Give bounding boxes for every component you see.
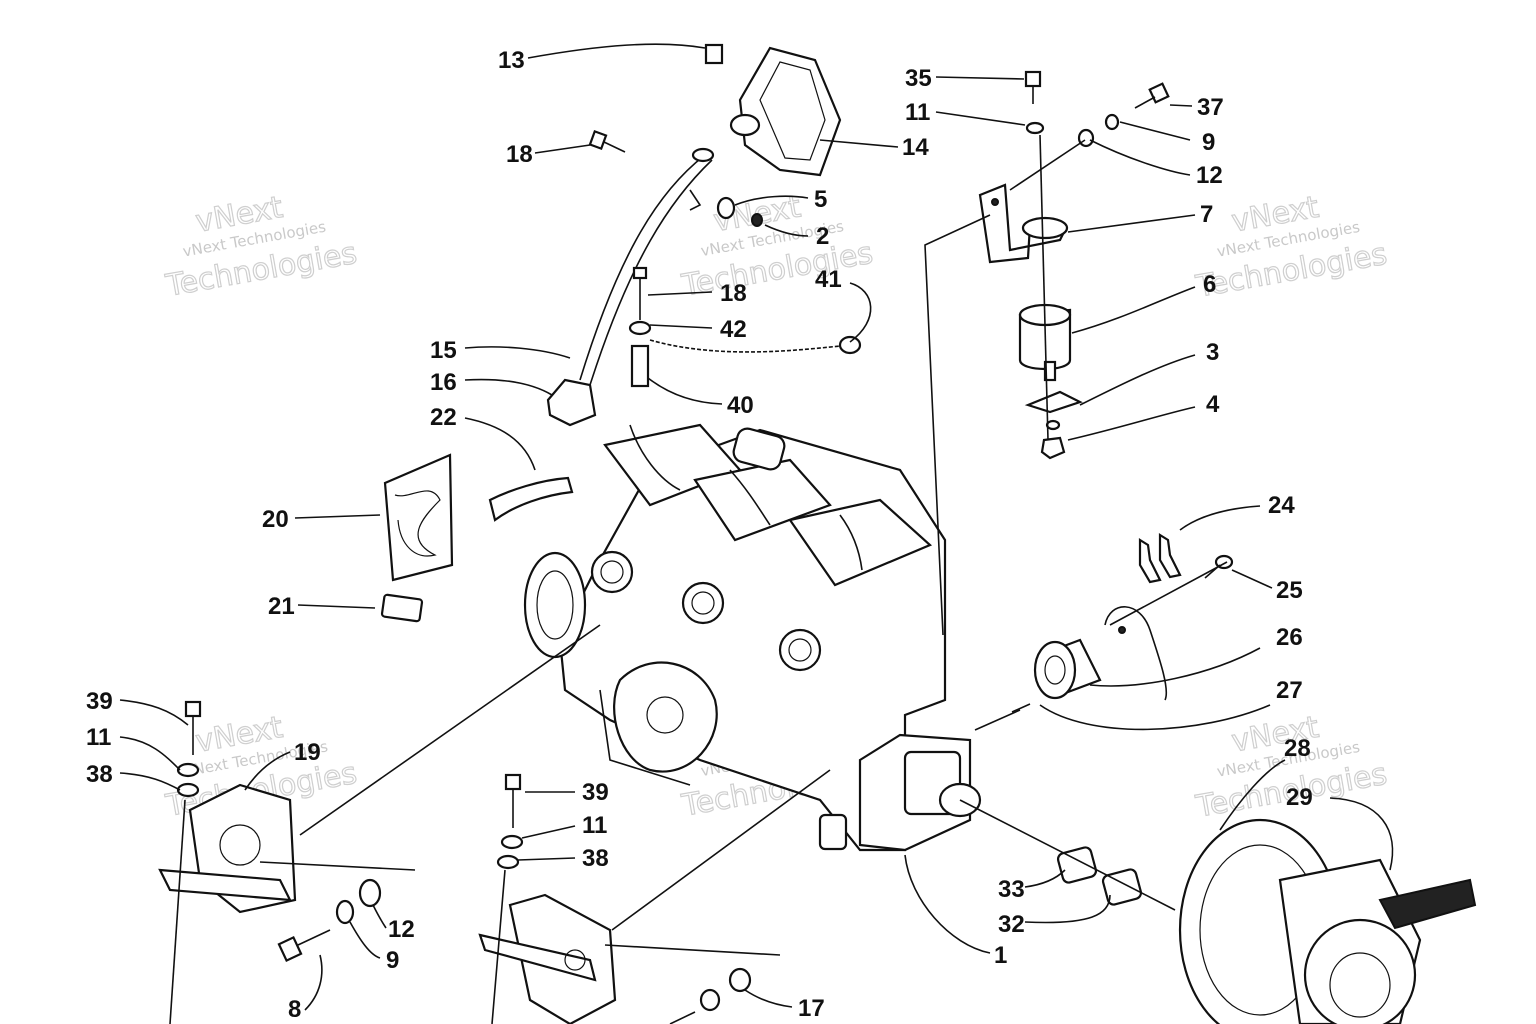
callout-33: 33 bbox=[998, 876, 1025, 903]
callout-22: 22 bbox=[430, 404, 457, 431]
callout-27: 27 bbox=[1276, 677, 1303, 704]
spark-plug-wire bbox=[546, 147, 715, 427]
washer-3 bbox=[1024, 390, 1083, 414]
leader-left-mount-bolts bbox=[259, 861, 416, 871]
watermark-left: vNext vNext Technologies Technologies bbox=[162, 189, 360, 304]
engine-mount-plate-19 bbox=[158, 783, 297, 914]
washers-9-12-left bbox=[335, 878, 382, 925]
callout-18-upper: 18 bbox=[506, 141, 533, 168]
leader-mount-diagonal bbox=[1009, 139, 1086, 191]
leader-mount-vertical bbox=[1039, 134, 1049, 441]
cap-screw-35 bbox=[1024, 70, 1042, 104]
callout-3: 3 bbox=[1206, 339, 1219, 366]
washers-17 bbox=[669, 967, 752, 1024]
callout-11-left: 11 bbox=[86, 724, 111, 751]
callout-labels: 13 14 18 5 2 18 42 41 15 16 40 22 20 21 … bbox=[86, 47, 1313, 1023]
callout-39-center: 39 bbox=[582, 779, 609, 806]
spacer-32 bbox=[1101, 868, 1143, 906]
callout-12-upper: 12 bbox=[1196, 162, 1223, 189]
washer-11-center bbox=[500, 834, 524, 850]
watermark-center: vNext vNext Technologies Technologies bbox=[678, 189, 876, 305]
washers-9-12-upper bbox=[1077, 113, 1120, 148]
ground-wire-41 bbox=[628, 266, 862, 388]
callout-13: 13 bbox=[498, 47, 525, 74]
leader-left-mount-vertical bbox=[169, 799, 186, 1024]
callout-9-lower: 9 bbox=[386, 947, 399, 974]
callout-32: 32 bbox=[998, 911, 1025, 938]
callout-28: 28 bbox=[1284, 735, 1311, 762]
callout-42: 42 bbox=[720, 316, 747, 343]
callout-19: 19 bbox=[294, 739, 321, 766]
leader-center-mount-bolts bbox=[604, 944, 781, 956]
leader-crankshaft bbox=[959, 799, 1176, 911]
pulley-cover bbox=[1104, 606, 1168, 701]
engine-mount-bracket-7 bbox=[978, 183, 1069, 264]
washer-5 bbox=[716, 196, 763, 227]
callout-20: 20 bbox=[262, 506, 289, 533]
leader-pulley-line bbox=[1109, 561, 1228, 626]
drive-clutch-29 bbox=[1178, 818, 1477, 1024]
cap-screw-18-upper bbox=[588, 129, 626, 153]
callout-35: 35 bbox=[905, 65, 932, 92]
callout-16: 16 bbox=[430, 369, 457, 396]
spacer-33 bbox=[1056, 846, 1098, 884]
callout-14: 14 bbox=[902, 134, 929, 161]
decal-22 bbox=[488, 476, 574, 522]
cap-screw-37 bbox=[1134, 82, 1170, 109]
cap-screw-39-center bbox=[504, 773, 522, 828]
callout-12-lower: 12 bbox=[388, 916, 415, 943]
callout-5: 5 bbox=[814, 186, 827, 213]
callout-17: 17 bbox=[798, 995, 825, 1022]
leader-mount-to-engine bbox=[924, 214, 991, 636]
nut-4 bbox=[1040, 419, 1066, 460]
callout-21: 21 bbox=[268, 593, 295, 620]
callout-8: 8 bbox=[288, 996, 301, 1023]
starter-drive-26 bbox=[1033, 638, 1102, 700]
callout-25: 25 bbox=[1276, 577, 1303, 604]
callout-26: 26 bbox=[1276, 624, 1303, 651]
washer-38-center bbox=[496, 854, 520, 870]
callout-9-upper: 9 bbox=[1202, 129, 1215, 156]
callout-24: 24 bbox=[1268, 492, 1295, 519]
callout-1: 1 bbox=[994, 942, 1007, 969]
engine-block bbox=[523, 423, 982, 852]
callout-38-center: 38 bbox=[582, 845, 609, 872]
callout-leaders bbox=[119, 43, 1394, 1011]
callout-6: 6 bbox=[1203, 271, 1216, 298]
callout-15: 15 bbox=[430, 337, 457, 364]
callout-41: 41 bbox=[815, 266, 842, 293]
cap-screw-39-left bbox=[184, 700, 202, 755]
engine-mount-plate-center bbox=[478, 893, 617, 1024]
callout-11-upper: 11 bbox=[905, 99, 930, 126]
decal-21 bbox=[380, 593, 424, 623]
cap-screw-8 bbox=[277, 929, 331, 962]
leader-left-mount-to-engine bbox=[299, 624, 601, 836]
decal-20 bbox=[383, 453, 454, 582]
callout-2: 2 bbox=[816, 223, 829, 250]
leader-center-mount-to-engine bbox=[611, 769, 831, 931]
clips-24 bbox=[1138, 533, 1182, 584]
washer-38-left bbox=[176, 782, 200, 798]
callout-40: 40 bbox=[727, 392, 754, 419]
ignition-coil-bracket bbox=[704, 43, 842, 177]
stud-27 bbox=[1011, 703, 1031, 713]
washer-11-left bbox=[176, 762, 200, 778]
callout-18-middle: 18 bbox=[720, 280, 747, 307]
callout-38-left: 38 bbox=[86, 761, 113, 788]
lock-washer-11-upper bbox=[1025, 121, 1045, 135]
leader-stud-line bbox=[974, 709, 1021, 731]
callout-29: 29 bbox=[1286, 784, 1313, 811]
callout-4: 4 bbox=[1206, 391, 1220, 418]
callout-37: 37 bbox=[1197, 94, 1224, 121]
callout-7: 7 bbox=[1200, 201, 1213, 228]
leader-center-mount-vertical bbox=[491, 869, 506, 1024]
callout-39-left: 39 bbox=[86, 688, 113, 715]
callout-11-center: 11 bbox=[582, 812, 607, 839]
